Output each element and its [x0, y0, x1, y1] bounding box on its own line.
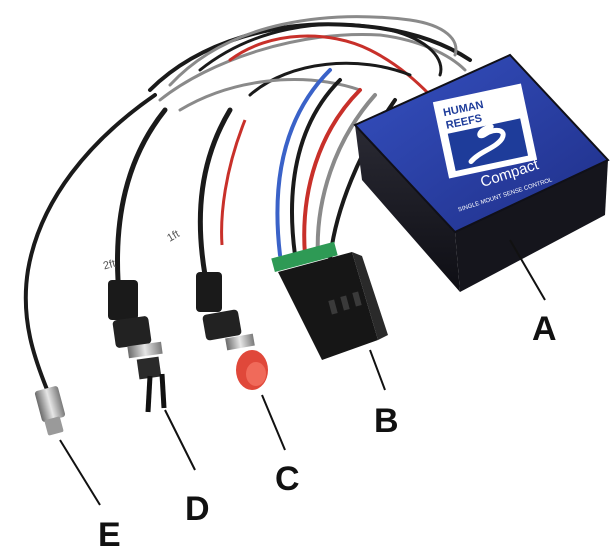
- wire-c: [197, 107, 233, 278]
- callout-a: A: [532, 310, 557, 348]
- callout-lines: [59, 239, 546, 506]
- wire-tag-d: 2ft: [102, 258, 117, 273]
- wire-e: [23, 93, 157, 394]
- audio-jack-e: [34, 386, 66, 436]
- wire-tag-c: 1ft: [165, 228, 182, 245]
- callout-e: E: [98, 516, 121, 554]
- connector-b: [271, 241, 388, 360]
- callout-b: B: [374, 402, 399, 440]
- callout-d: D: [185, 490, 210, 528]
- toggle-switch-d: 2ft: [102, 258, 167, 413]
- brand-logo: HUMAN REEFS: [432, 83, 538, 179]
- push-button-c: 1ft: [165, 228, 268, 390]
- wire-bundle: [148, 15, 472, 112]
- wire-d: [115, 107, 168, 283]
- module-a: HUMAN REEFS Compact SINGLE MOUNT SENSE C…: [353, 53, 610, 292]
- callout-c: C: [275, 460, 300, 498]
